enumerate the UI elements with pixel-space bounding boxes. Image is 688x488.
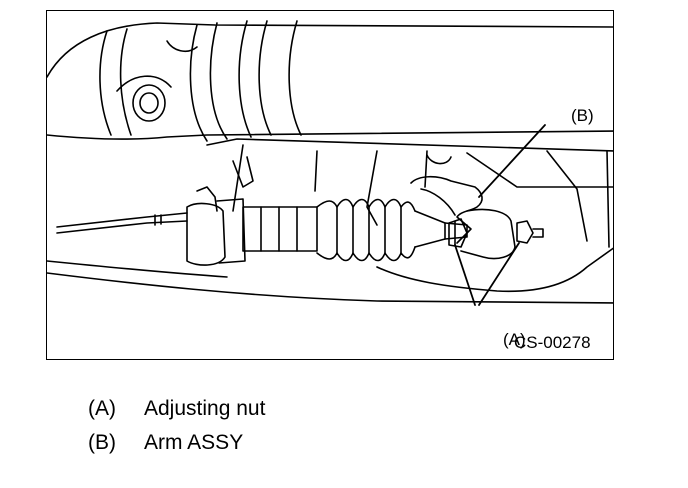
callout-b-label: (B) [571, 106, 594, 125]
legend-key: (A) [88, 397, 116, 420]
legend: (A) Adjusting nut (B) Arm ASSY [88, 392, 265, 460]
arm-assy [410, 175, 516, 260]
callout-a-label: (A) [503, 330, 526, 349]
cable-boot [242, 198, 468, 262]
body-panel [47, 138, 613, 304]
mechanical-illustration [47, 20, 613, 306]
cable-bracket [186, 156, 254, 266]
drive-shaft [47, 20, 613, 142]
figure-code: CS-00278 [514, 333, 591, 352]
legend-label: Arm ASSY [144, 431, 244, 454]
legend-item: (B) Arm ASSY [88, 426, 265, 460]
clutch-cable [56, 212, 188, 234]
diagram-frame: (B) (A) [46, 10, 614, 360]
adjusting-nuts [448, 218, 544, 248]
leader-lines [454, 124, 546, 306]
legend-key: (B) [88, 431, 116, 454]
legend-label: Adjusting nut [144, 397, 266, 420]
legend-item: (A) Adjusting nut [88, 392, 265, 426]
